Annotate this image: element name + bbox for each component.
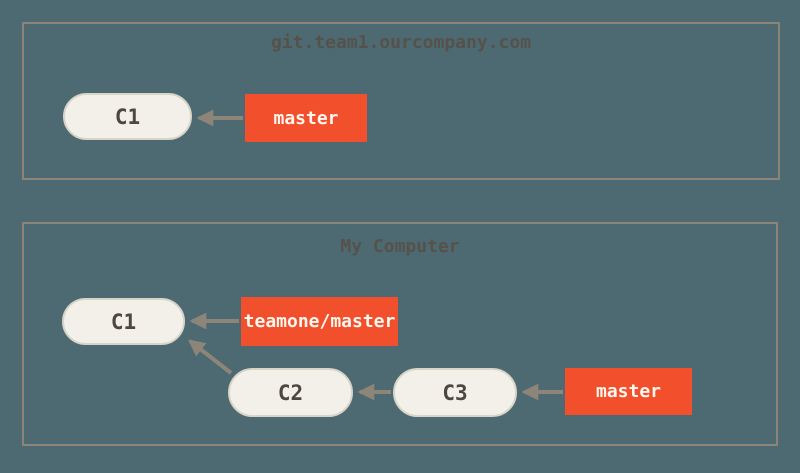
- local-computer-box: My Computer: [22, 222, 778, 446]
- remote-branch-master: master: [245, 94, 367, 142]
- local-branch-teamone-master: teamone/master: [241, 297, 398, 346]
- remote-server-box: git.team1.ourcompany.com: [22, 22, 780, 180]
- local-branch-master: master: [565, 368, 692, 415]
- local-commit-c3: C3: [393, 368, 517, 417]
- local-commit-c1: C1: [62, 298, 185, 345]
- local-commit-c2: C2: [228, 368, 353, 417]
- local-computer-title: My Computer: [340, 236, 460, 257]
- remote-commit-c1: C1: [63, 93, 192, 140]
- remote-server-title: git.team1.ourcompany.com: [270, 32, 532, 53]
